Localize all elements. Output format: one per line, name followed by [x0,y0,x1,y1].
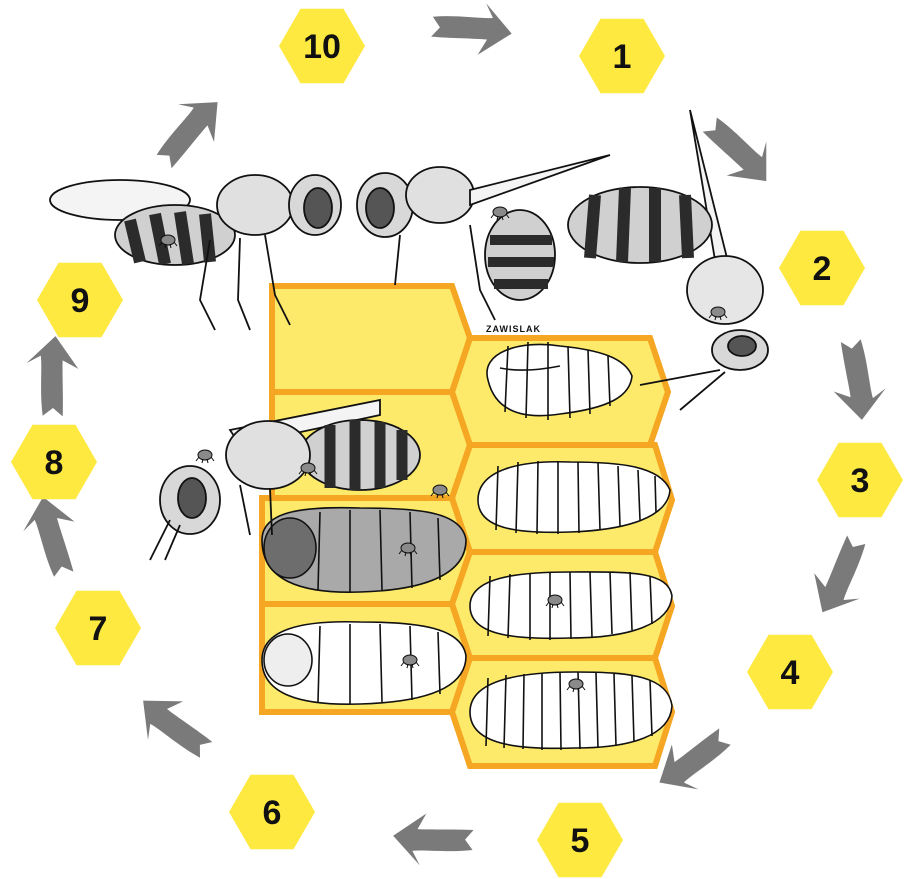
stage-number: 4 [781,654,800,692]
pupa-dark [262,508,466,593]
arrow-6-to-7 [126,682,221,772]
arrow-7-to-8 [16,491,87,582]
stage-hexagon-7: 7 [55,591,141,665]
arrow-5-to-6 [392,812,475,868]
stage-hexagon-6: 6 [229,775,315,849]
arrow-10-to-1 [430,0,514,58]
stage-hexagon-8: 8 [11,425,97,499]
comb-cell-left-1 [272,286,470,392]
stage-hexagon-5: 5 [537,803,623,877]
arrow-3-to-4 [801,530,882,624]
stage-number: 2 [813,250,832,288]
stage-number: 6 [263,794,282,832]
stage-number: 9 [71,282,90,320]
stage-number: 8 [45,444,64,482]
arrow-8-to-9 [25,335,80,417]
stage-number: 3 [851,462,870,500]
stage-number: 7 [89,610,108,648]
pupa-light [262,622,466,704]
stage-hexagon-4: 4 [747,635,833,709]
stage-number: 5 [571,822,590,860]
stage-hexagon-9: 9 [37,263,123,337]
stage-hexagon-10: 10 [279,9,365,83]
arrow-2-to-3 [827,337,890,423]
arrow-9-to-10 [143,83,235,177]
stage-hexagon-1: 1 [579,19,665,93]
varroa-mite-icon [196,450,214,463]
stage-hexagon-2: 2 [779,231,865,305]
stage-number: 10 [303,28,341,66]
stage-hexagon-3: 3 [817,443,903,517]
artist-signature: ZAWISLAK [486,324,541,334]
stage-number: 1 [613,38,632,76]
